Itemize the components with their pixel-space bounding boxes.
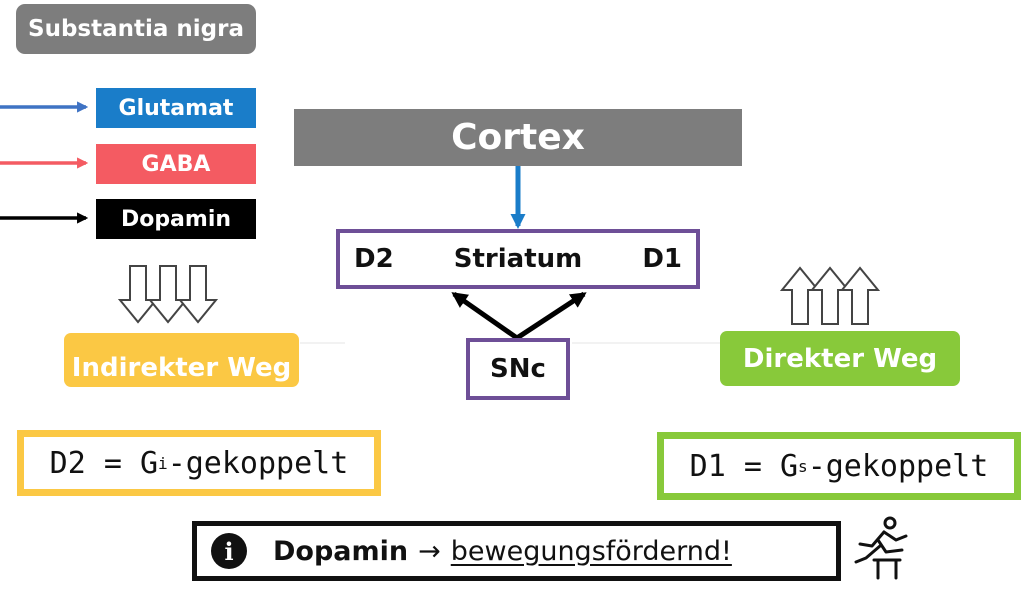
legend-glutamat: Glutamat: [96, 88, 256, 128]
snc-box: SNc: [466, 338, 570, 400]
up-arrows-icon: [780, 266, 881, 325]
d2-coupling-prefix: D2 = G: [49, 445, 159, 481]
info-emphasis: bewegungsfördernd!: [450, 535, 732, 567]
legend-dopamin: Dopamin: [96, 199, 256, 239]
legend-gaba: GABA: [96, 144, 256, 184]
title-badge: Substantia nigra: [16, 4, 256, 54]
d1-coupling-sub: s: [798, 456, 808, 476]
striatum-label: Striatum: [453, 244, 583, 274]
hurdle-runner-icon: [854, 516, 908, 580]
cortex-box: Cortex: [294, 109, 742, 166]
info-box: i Dopamin → bewegungsfördernd!: [192, 521, 841, 581]
snc-d1-arrow: [515, 291, 587, 341]
indirect-pathway-label: Indirekter Weg: [71, 353, 292, 383]
info-arrow: →: [418, 535, 441, 567]
info-icon: i: [211, 533, 247, 569]
indirect-pathway-box: Indirekter Weg: [64, 333, 299, 387]
d1-coupling-prefix: D1 = G: [689, 448, 799, 484]
direct-pathway-box: Direkter Weg: [720, 331, 960, 386]
down-arrows-icon: [117, 265, 219, 324]
d1-coupling-suffix: -gekoppelt: [807, 448, 989, 484]
info-lead: Dopamin: [273, 535, 409, 567]
snc-d2-arrow: [451, 291, 519, 341]
d2-coupling-suffix: -gekoppelt: [167, 445, 349, 481]
d2-coupling-sub: i: [158, 453, 168, 473]
striatum-box: D2 Striatum D1: [336, 229, 700, 289]
striatum-d1-label: D1: [642, 244, 682, 274]
striatum-d2-label: D2: [354, 244, 394, 274]
